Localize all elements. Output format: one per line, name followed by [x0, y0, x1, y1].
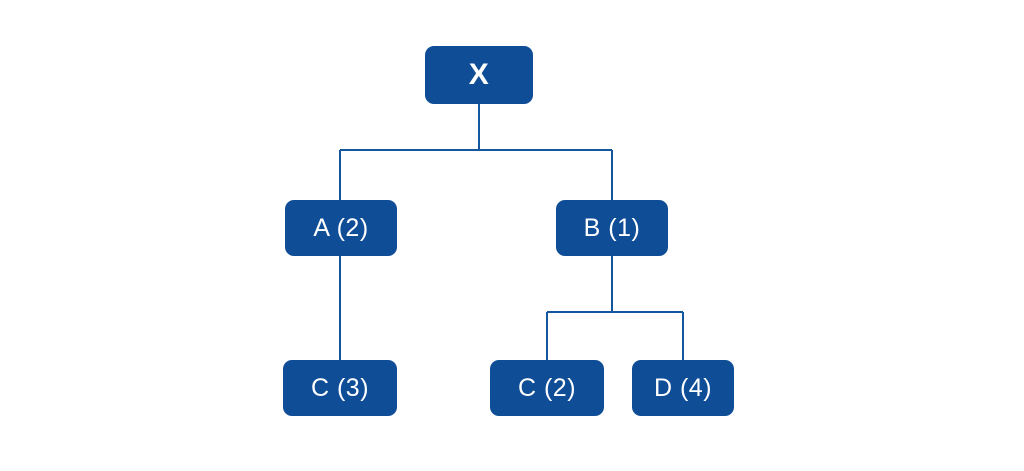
- node-x[interactable]: X: [425, 46, 533, 104]
- node-c3-label: C (3): [310, 373, 370, 402]
- node-c2-label: C (2): [517, 373, 577, 402]
- node-c3[interactable]: C (3): [283, 360, 397, 416]
- node-a2-label: A (2): [313, 213, 369, 242]
- node-c2[interactable]: C (2): [490, 360, 604, 416]
- node-x-label: X: [468, 58, 490, 91]
- node-d4[interactable]: D (4): [632, 360, 734, 416]
- node-b1-label: B (1): [583, 213, 641, 242]
- node-b1[interactable]: B (1): [556, 200, 668, 256]
- node-d4-label: D (4): [653, 373, 713, 402]
- node-a2[interactable]: A (2): [285, 200, 397, 256]
